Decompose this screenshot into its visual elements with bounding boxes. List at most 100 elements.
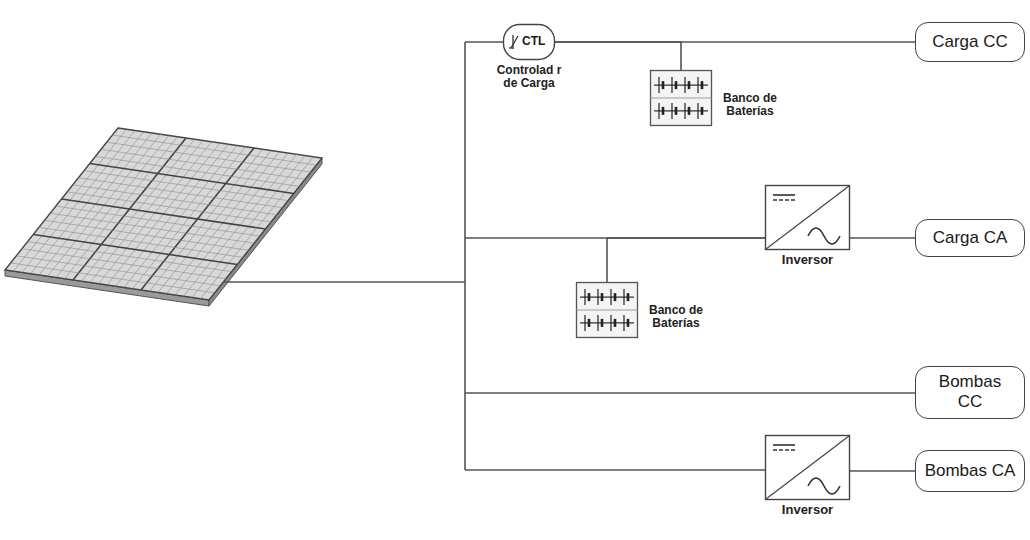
inverter-frame bbox=[766, 436, 850, 500]
panel-cell-line bbox=[73, 185, 277, 215]
battery-cell bbox=[588, 293, 591, 301]
battery-bank: Banco de Baterías bbox=[650, 70, 712, 126]
battery-cell bbox=[584, 289, 585, 305]
battery-cell bbox=[601, 293, 604, 301]
dc-symbol bbox=[773, 194, 795, 196]
battery-frame-line bbox=[650, 98, 712, 99]
wire-connector bbox=[607, 238, 765, 282]
battery-cell bbox=[662, 81, 665, 89]
battery-cell bbox=[684, 77, 685, 93]
panel-cell-line bbox=[95, 156, 299, 186]
inverter-caption: Inversor bbox=[765, 503, 850, 517]
dc-symbol bbox=[773, 444, 795, 446]
battery-cell bbox=[601, 319, 604, 327]
controller-outline bbox=[504, 25, 555, 60]
battery-cell bbox=[671, 77, 672, 93]
ac-symbol bbox=[808, 478, 840, 494]
inverter-caption: Inversor bbox=[765, 253, 850, 267]
panel-cell-line bbox=[90, 164, 294, 194]
bus-wire bbox=[465, 469, 765, 471]
battery-cell bbox=[688, 81, 691, 89]
panel-cell-line bbox=[56, 206, 260, 236]
panel-grid bbox=[11, 129, 317, 299]
battery-cell bbox=[684, 103, 685, 119]
load-box: Bombas CC bbox=[915, 366, 1025, 419]
battery-cell bbox=[658, 103, 659, 119]
battery-frame bbox=[577, 283, 638, 338]
panel-cell-line bbox=[107, 142, 311, 172]
bus-wires bbox=[223, 42, 915, 470]
battery-cell bbox=[588, 319, 591, 327]
battery-cell bbox=[671, 103, 672, 119]
load-label: Bombas CC bbox=[934, 372, 1006, 413]
battery-cell bbox=[701, 81, 704, 89]
wire-connector bbox=[850, 470, 915, 472]
battery-cell bbox=[597, 315, 598, 331]
ac-symbol bbox=[808, 228, 840, 244]
battery-cell bbox=[675, 107, 678, 115]
load-label: Bombas CA bbox=[925, 461, 1016, 481]
battery-caption: Banco de Baterías bbox=[719, 92, 781, 118]
switch-symbol bbox=[511, 36, 518, 48]
battery-cell bbox=[697, 77, 698, 93]
battery-cell bbox=[623, 289, 624, 305]
dc-symbol bbox=[773, 449, 795, 451]
load-box: Carga CA bbox=[915, 219, 1025, 257]
dc-symbol bbox=[773, 199, 795, 201]
battery-cell bbox=[627, 319, 630, 327]
panel-cell-line bbox=[33, 235, 237, 265]
inverter-diagonal bbox=[766, 436, 849, 499]
inverter-diagonal bbox=[766, 186, 849, 249]
battery-cell bbox=[658, 77, 659, 93]
bank-symbol bbox=[576, 282, 638, 338]
panel-cell-line bbox=[84, 171, 288, 201]
panel-wire bbox=[223, 281, 465, 283]
panel-cell-line bbox=[62, 199, 266, 229]
panel-cell-line bbox=[22, 249, 226, 279]
load-label: Carga CA bbox=[933, 228, 1008, 248]
load-label: Carga CC bbox=[932, 32, 1008, 52]
wire-connector bbox=[850, 237, 915, 239]
wire-connector bbox=[555, 42, 681, 70]
inv-symbol bbox=[765, 185, 850, 250]
bus-wire bbox=[465, 392, 915, 394]
inv-symbol bbox=[765, 435, 850, 500]
battery-cell bbox=[610, 315, 611, 331]
solar-panel bbox=[5, 128, 322, 300]
battery-cell bbox=[610, 289, 611, 305]
charge-controller: CTLControlad r de Carga bbox=[503, 24, 555, 60]
inverter: Inversor bbox=[765, 185, 850, 250]
switch-symbol bbox=[512, 35, 513, 49]
panel-cell-line bbox=[78, 178, 282, 208]
controller-tag: CTL bbox=[522, 34, 545, 48]
panel-cell-line bbox=[16, 256, 220, 286]
inverter-frame bbox=[766, 186, 850, 250]
battery-caption: Banco de Baterías bbox=[645, 304, 707, 330]
load-box: Bombas CA bbox=[915, 450, 1025, 492]
battery-cell bbox=[701, 107, 704, 115]
panel-cell-line bbox=[39, 227, 243, 257]
panel-cell-line bbox=[112, 135, 316, 165]
panel-cell-line bbox=[11, 263, 215, 293]
battery-cell bbox=[627, 293, 630, 301]
battery-cell bbox=[662, 107, 665, 115]
battery-cell bbox=[614, 293, 617, 301]
battery-cell bbox=[614, 319, 617, 327]
load-box: Carga CC bbox=[915, 22, 1025, 62]
bank-symbol bbox=[650, 70, 712, 126]
switch-symbol bbox=[509, 47, 513, 48]
battery-cell bbox=[597, 289, 598, 305]
battery-bank: Banco de Baterías bbox=[576, 282, 638, 338]
bus-wire bbox=[465, 41, 503, 43]
bus-line bbox=[464, 42, 466, 470]
battery-frame bbox=[651, 71, 712, 126]
panel-cell-line bbox=[28, 242, 232, 272]
panel-cell-line bbox=[101, 149, 305, 179]
inverter: Inversor bbox=[765, 435, 850, 500]
battery-cell bbox=[623, 315, 624, 331]
panel-cell-line bbox=[50, 213, 254, 243]
battery-cell bbox=[697, 103, 698, 119]
controller-caption: Controlad r de Carga bbox=[491, 64, 567, 90]
battery-cell bbox=[688, 107, 691, 115]
